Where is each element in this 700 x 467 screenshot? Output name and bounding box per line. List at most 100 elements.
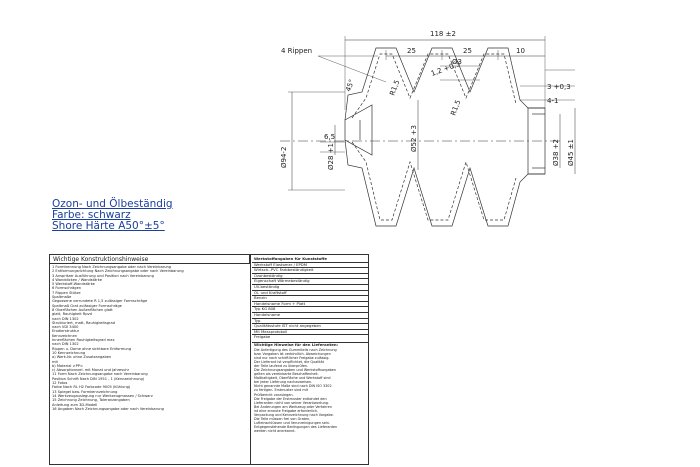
table-row: Ozonbeständig: [252, 272, 368, 279]
bellows-drawing: 118 ±2 4 Rippen 25 25 10 Ø3 1,2 +0,3 3 +…: [280, 30, 576, 227]
table-row: nach VDI 3400: [52, 325, 79, 330]
table-row: Bei Änderungen am Werkzeug oder Verfahre…: [254, 404, 332, 409]
dim-pitch-1: 25: [407, 47, 416, 55]
dim-groove-width: 3 +0,3: [547, 83, 571, 91]
table-row: Rippen u. Dome ohne sichtbare Entformung: [52, 346, 132, 351]
table-row: UV-beständig: [252, 283, 368, 290]
table-row: Erodierstruktur: [52, 329, 80, 334]
dim-groove-depth: 4-1: [547, 97, 558, 105]
table-row: Die Anfertigung des Gummiteils nach Zeic…: [254, 347, 337, 352]
table-row: 8 Oberflächen Außenflächen glatt: [52, 307, 113, 312]
table-row: zu fertigen. Erstmuster sind mit: [254, 388, 308, 393]
table-row: Lieferanten nicht von seiner Verantwortu…: [254, 400, 329, 405]
dim-end-length: 10: [516, 47, 525, 55]
table-row: Typ: [252, 317, 368, 324]
table-row: nach DIN 1302: [52, 342, 79, 347]
table-row: Gegossene verrundete R 1,5 zulässiger Fo…: [52, 299, 148, 304]
table-row: Öl- und Kraftstoff: [252, 289, 368, 296]
table-row: 5 Werkstoff-Wandstärke: [52, 282, 95, 287]
table-row: Eigenschaft Wärmebeständig: [252, 278, 368, 284]
table-row: Freigabe: [252, 334, 368, 340]
table-row: Innenflächen Rauhigkeitsgrad max: [52, 338, 115, 343]
note-hardness: Shore Härte A50°±5°: [52, 220, 165, 232]
design-notes-left: 1 Formtrennung Nach Zeichnungsangabe ode…: [52, 265, 248, 411]
material-header: Werkstoffangaben für Kunststoffe: [254, 257, 327, 261]
table-row: sind nur nach schriftlicher Freigabe zul…: [254, 355, 330, 360]
bellows-inner-top: [351, 53, 517, 119]
table-row: Qualitätsstufe IST nicht angegeben: [252, 323, 368, 329]
dim-radius-1: R1,5: [388, 79, 401, 97]
table-row: 12 Fotos: [52, 381, 68, 386]
table-row: Typ KG 808: [252, 306, 368, 312]
table-row: gelten als vereinbarte Beschaffenheit.: [254, 372, 319, 377]
design-notes-table: Wichtige Konstruktionshinweise 1 Formtre…: [49, 254, 369, 465]
table-row: Handelsname Form + Platt: [252, 300, 368, 307]
material-section: Werkstoffangaben für Kunststoffe Werksto…: [252, 257, 368, 433]
table-row: werden nicht anerkannt.: [254, 429, 296, 434]
table-row: ist eine erneute Freigabe erforderlich.: [254, 408, 319, 413]
table-row: glatt, Rauhigkeit Rpvd: [52, 312, 92, 317]
table-row: Maßhaltigkeit, Oberfläche und Werkstoff …: [254, 376, 331, 381]
bellows-inner-bottom: [351, 141, 517, 221]
table-row: 1 Formtrennung Nach Zeichnungsangabe ode…: [52, 265, 172, 269]
table-row: Werkstoff Elastomer / EPDM: [252, 261, 368, 268]
table-row: mit: [52, 359, 58, 364]
table-row: c) Absorptionsrel. mit Monat und Jahresu…: [52, 368, 130, 373]
table-row: Position Schrift Nach DIN 1951 - 1 (Kenn…: [52, 376, 145, 381]
table-row: 10 Kennzeichnung: [52, 350, 86, 355]
table-row: Die Teile müssen frei von Graten,: [254, 417, 311, 422]
table-row: 3 Anspritzer Ausführung und Position nac…: [52, 273, 154, 278]
table-row: nach DIN 1302: [52, 316, 79, 321]
table-row: Mit Messprotokoll: [252, 328, 368, 335]
table-row: 16 Angaben Nach Zeichnungsangabe oder na…: [52, 406, 164, 411]
table-row: 11 Form Nach Zeichnungsangabe nach Verei…: [52, 372, 148, 377]
table-row: Kennzeichnen: [52, 333, 78, 338]
table-row: Der Lieferant ist verpflichtet, die Qual…: [254, 359, 324, 364]
table-row: Benzin: [252, 295, 368, 301]
table-row: 14 Werkzeugauslegung nur Werkzeugmassen …: [52, 393, 153, 398]
table-header: Wichtige Konstruktionshinweise: [50, 255, 250, 264]
table-row: bzw. Vorgaben ist verbindlich. Abweichun…: [254, 351, 331, 356]
table-row: Lufteinschlüssen und Verunreinigungen se…: [254, 421, 331, 426]
dim-outer-dia: Ø94-2: [280, 147, 288, 168]
table-row: a) Werk-Nr. ohne Zusatzangaben: [52, 355, 112, 360]
dim-wall-dia: Ø3: [452, 58, 462, 66]
table-row: 2 Entformungsrichtung Nach Zeichnungsang…: [52, 269, 184, 274]
hints-header: Wichtige Hinweise für den Lieferanten:: [252, 341, 368, 348]
dim-pitch-2: 25: [463, 47, 472, 55]
table-row: Spaltmaße: [52, 295, 72, 300]
table-row: 13 Spiegel bzw. Formkennzeichnung: [52, 389, 118, 394]
table-row: Strukturiert, matt, Rauhigkeitsgrad: [52, 320, 116, 325]
table-row: b) Material >PP<: [52, 363, 83, 368]
dim-lip-width: 6,5: [324, 133, 335, 141]
table-row: Handelsname: [252, 311, 368, 318]
table-row: der Teile laufend zu überprüfen.: [254, 363, 309, 368]
dim-radius-2: R1,5: [449, 99, 462, 117]
dim-overall-length: 118 ±2: [430, 30, 456, 38]
table-row: Spaltmaß Grat zulässiger Formschräge: [52, 303, 122, 308]
table-row: Die Zeichnungsangaben und Werkstoffvorga…: [254, 367, 337, 372]
table-row: Farbe Nach RL H2 Farbcode 9005 (Kühlung): [52, 385, 131, 390]
dim-bore-middle: Ø52 +3: [410, 125, 418, 152]
table-row: 15 Zeichnung Zeichnung, Toleranzangaben: [52, 398, 130, 403]
table-row: Die Freigabe der Erstmuster entbindet de…: [254, 396, 327, 401]
note-color: Farbe: schwarz: [52, 209, 131, 221]
table-row: Wirtsch.-PVC Farbbeständigkeit: [252, 267, 368, 273]
dim-angle: 45°: [344, 78, 356, 92]
left-lip: [344, 104, 373, 156]
table-row: 4 Wanddicken / Wandstärke: [52, 277, 102, 282]
dim-ribs: 4 Rippen: [281, 47, 312, 55]
dim-bore-right-outer: Ø45 ±1: [567, 139, 575, 166]
dim-inner-bore-left: Ø28 +1: [327, 143, 335, 170]
table-row: Entgegenstehende Bedingungen des Liefera…: [254, 425, 338, 430]
table-row: Prüfbericht vorzulegen.: [254, 392, 294, 397]
table-row: 6 Formschrägen: [52, 286, 82, 291]
table-row: Anleitung zum 3D-Modell: [52, 402, 98, 407]
table-row: Nicht genannte Maße sind nach DIN ISO 33…: [254, 384, 332, 389]
note-ozone: Ozon- und Ölbeständig: [52, 198, 173, 210]
dim-bore-right-inner: Ø38 +2: [552, 139, 560, 166]
table-row: bei jeder Lieferung nachzuweisen.: [254, 380, 313, 385]
table-row: 7 Rippen Stütze: [52, 290, 81, 295]
bellows-outline-bottom: [344, 139, 545, 227]
table-row: Verpackung und Kennzeichnung nach Vorgab…: [254, 413, 334, 417]
